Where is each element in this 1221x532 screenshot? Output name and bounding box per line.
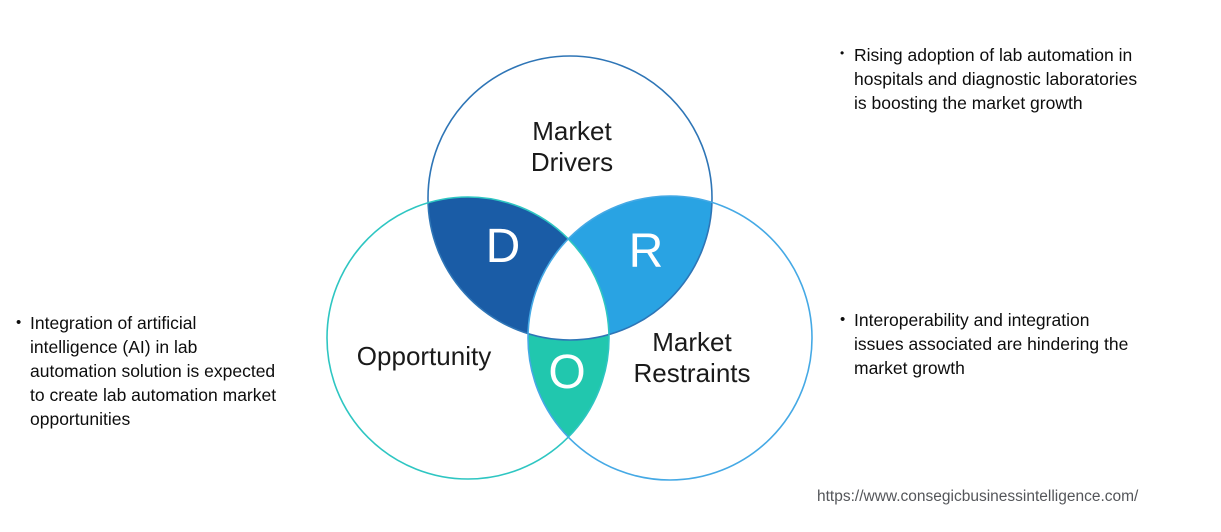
bullet-text: Integration of artificial intelligence (… [30,313,277,429]
opportunity-lens-letter: O [548,346,585,399]
restraints-lens-letter: R [629,225,664,278]
venn-label-market-drivers: Market Drivers [530,116,614,177]
source-url: https://www.consegicbusinessintelligence… [817,488,1139,505]
bullet-text: Rising adoption of lab automation in hos… [854,45,1138,113]
venn-label-market-restraints: Market Restraints [633,327,751,388]
bullet-driver-note: • Rising adoption of lab automation in h… [840,43,1200,115]
bullet-dot-icon: • [840,311,846,328]
bullet-dot-icon: • [16,314,22,331]
drivers-circle-outline [427,55,713,341]
bullet-text: Interoperability and integration issues … [854,310,1129,378]
drivers-lens-letter: D [486,220,521,273]
restraints-circle-outline [527,195,813,481]
venn-label-opportunity: Opportunity [356,341,492,371]
bullet-opportunity-note: • Integration of artificial intelligence… [16,311,324,431]
bullet-dot-icon: • [840,46,845,60]
opportunity-circle-outline [326,196,610,480]
bullet-restraint-note: • Interoperability and integration issue… [840,308,1200,380]
